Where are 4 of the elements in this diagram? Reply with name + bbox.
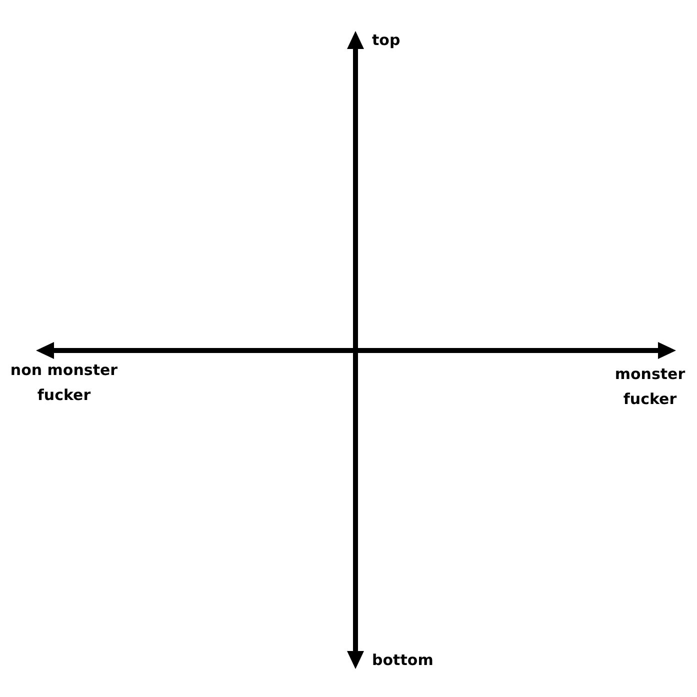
axis-label: non monster fucker	[9, 360, 119, 406]
axis-label: top	[372, 30, 402, 51]
axis-label: bottom	[372, 650, 434, 671]
axis-label: monster fucker	[614, 364, 686, 410]
